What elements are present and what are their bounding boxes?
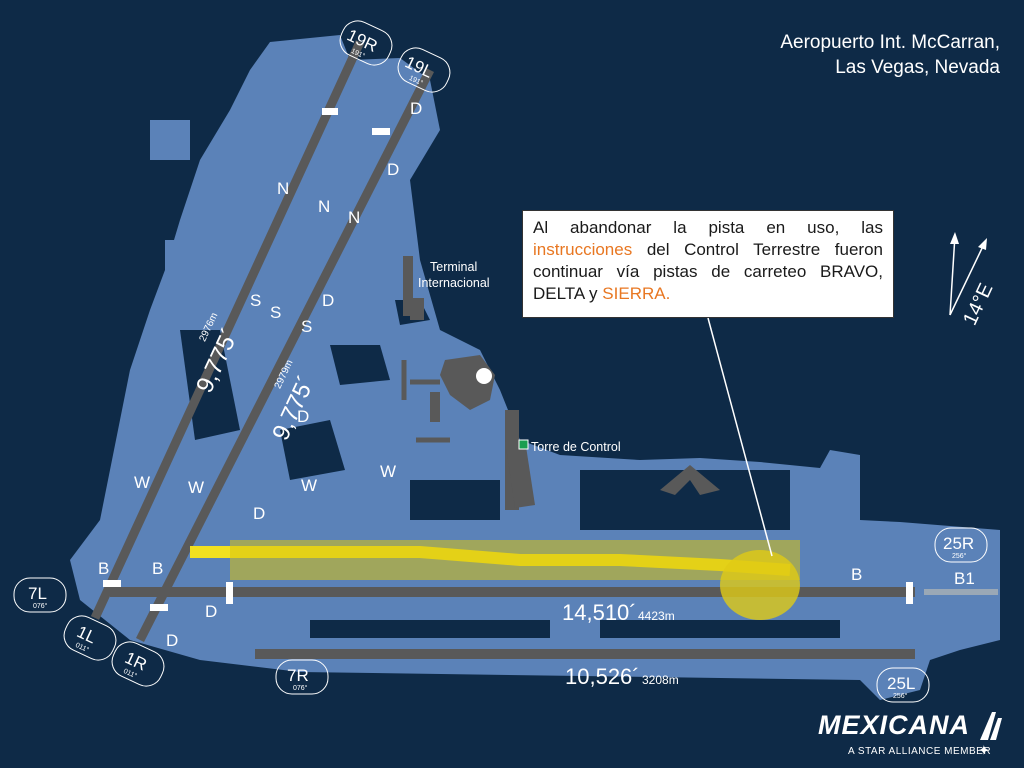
taxiway-D: D [387, 160, 399, 179]
taxiway-W: W [134, 473, 150, 492]
taxiway-W: W [301, 476, 317, 495]
taxiway-labels: D D N N N S S S D D W W W W D B B B B1 D… [98, 99, 975, 650]
star-alliance-icon: ✦ [978, 742, 990, 758]
mexicana-logo: MEXICANA A STAR ALLIANCE MEMBER ✦ [818, 704, 1008, 764]
taxiway-D: D [322, 291, 334, 310]
runway-25L-label: 25L [887, 674, 915, 693]
runways [90, 40, 915, 659]
taxiway-N: N [277, 179, 289, 198]
runway-length-3: 14,510´ [562, 600, 637, 625]
callout-highlight-2: SIERRA. [602, 284, 671, 303]
taxiway-B: B [152, 559, 163, 578]
title-line-1: Aeropuerto Int. McCarran, [780, 32, 1000, 53]
runway-7R-label: 7R [287, 666, 309, 685]
terminal-label: Internacional [418, 276, 490, 290]
runway-1L-19R [90, 40, 365, 620]
taxiway-W: W [188, 478, 204, 497]
callout-text-2: del Control Terrestre fueron continuar v… [533, 240, 884, 303]
taxiway-B: B [851, 565, 862, 584]
runway-1R-19L [135, 67, 435, 643]
compass-label: 14°E [959, 280, 997, 329]
title-line-2: Las Vegas, Nevada [835, 57, 1000, 78]
callout-box: Al abandonar la pista en uso, las instru… [522, 210, 894, 318]
terminal-buildings [401, 256, 720, 510]
compass-icon [949, 232, 987, 316]
callout-text-1: Al abandonar la pista en uso, las [533, 218, 883, 237]
runway-25L-heading: 256° [893, 692, 908, 700]
taxiway-D: D [166, 631, 178, 650]
callout-highlight-1: instrucciones [533, 240, 633, 259]
taxiway-N: N [348, 208, 360, 227]
runway-markings [103, 108, 998, 611]
runway-25R-heading: 256° [952, 552, 967, 560]
runway-7L-heading: 076° [33, 602, 48, 610]
logo-brand: MEXICANA [818, 710, 971, 740]
eagle-icon [980, 712, 1002, 740]
facility-labels: Terminal Internacional Torre de Control [418, 260, 621, 454]
page-title: Aeropuerto Int. McCarran, Las Vegas, Nev… [780, 30, 1000, 80]
runway-length-4: 10,526´ [565, 664, 640, 689]
runway-7R-heading: 076° [293, 684, 308, 692]
runway-length-4-m: 3208m [642, 673, 679, 687]
taxiway-D: D [297, 407, 309, 426]
taxiway-N: N [318, 197, 330, 216]
taxiway-D: D [410, 99, 422, 118]
airport-ground [70, 35, 1000, 700]
taxiway-S: S [301, 317, 312, 336]
taxiway-B1: B1 [954, 569, 975, 588]
taxiway-S: S [270, 303, 281, 322]
runway-end-labels: 19R 191° 19L 191° 25R 256° 25L 256° 7L 0… [13, 20, 988, 703]
taxiway-D: D [253, 504, 265, 523]
terminal-label: Terminal [430, 260, 477, 274]
runway-7L-label: 7L [28, 584, 47, 603]
callout-pointer [707, 317, 773, 557]
logo-tagline: A STAR ALLIANCE MEMBER [848, 746, 992, 757]
runway-length-3-m: 4423m [638, 609, 675, 623]
taxiway-S: S [250, 291, 261, 310]
taxi-path [190, 540, 800, 620]
taxiway-D: D [205, 602, 217, 621]
taxiway-W: W [380, 462, 396, 481]
taxiway-B: B [98, 559, 109, 578]
runway-25R-label: 25R [943, 534, 974, 553]
tower-label: Torre de Control [531, 440, 621, 454]
